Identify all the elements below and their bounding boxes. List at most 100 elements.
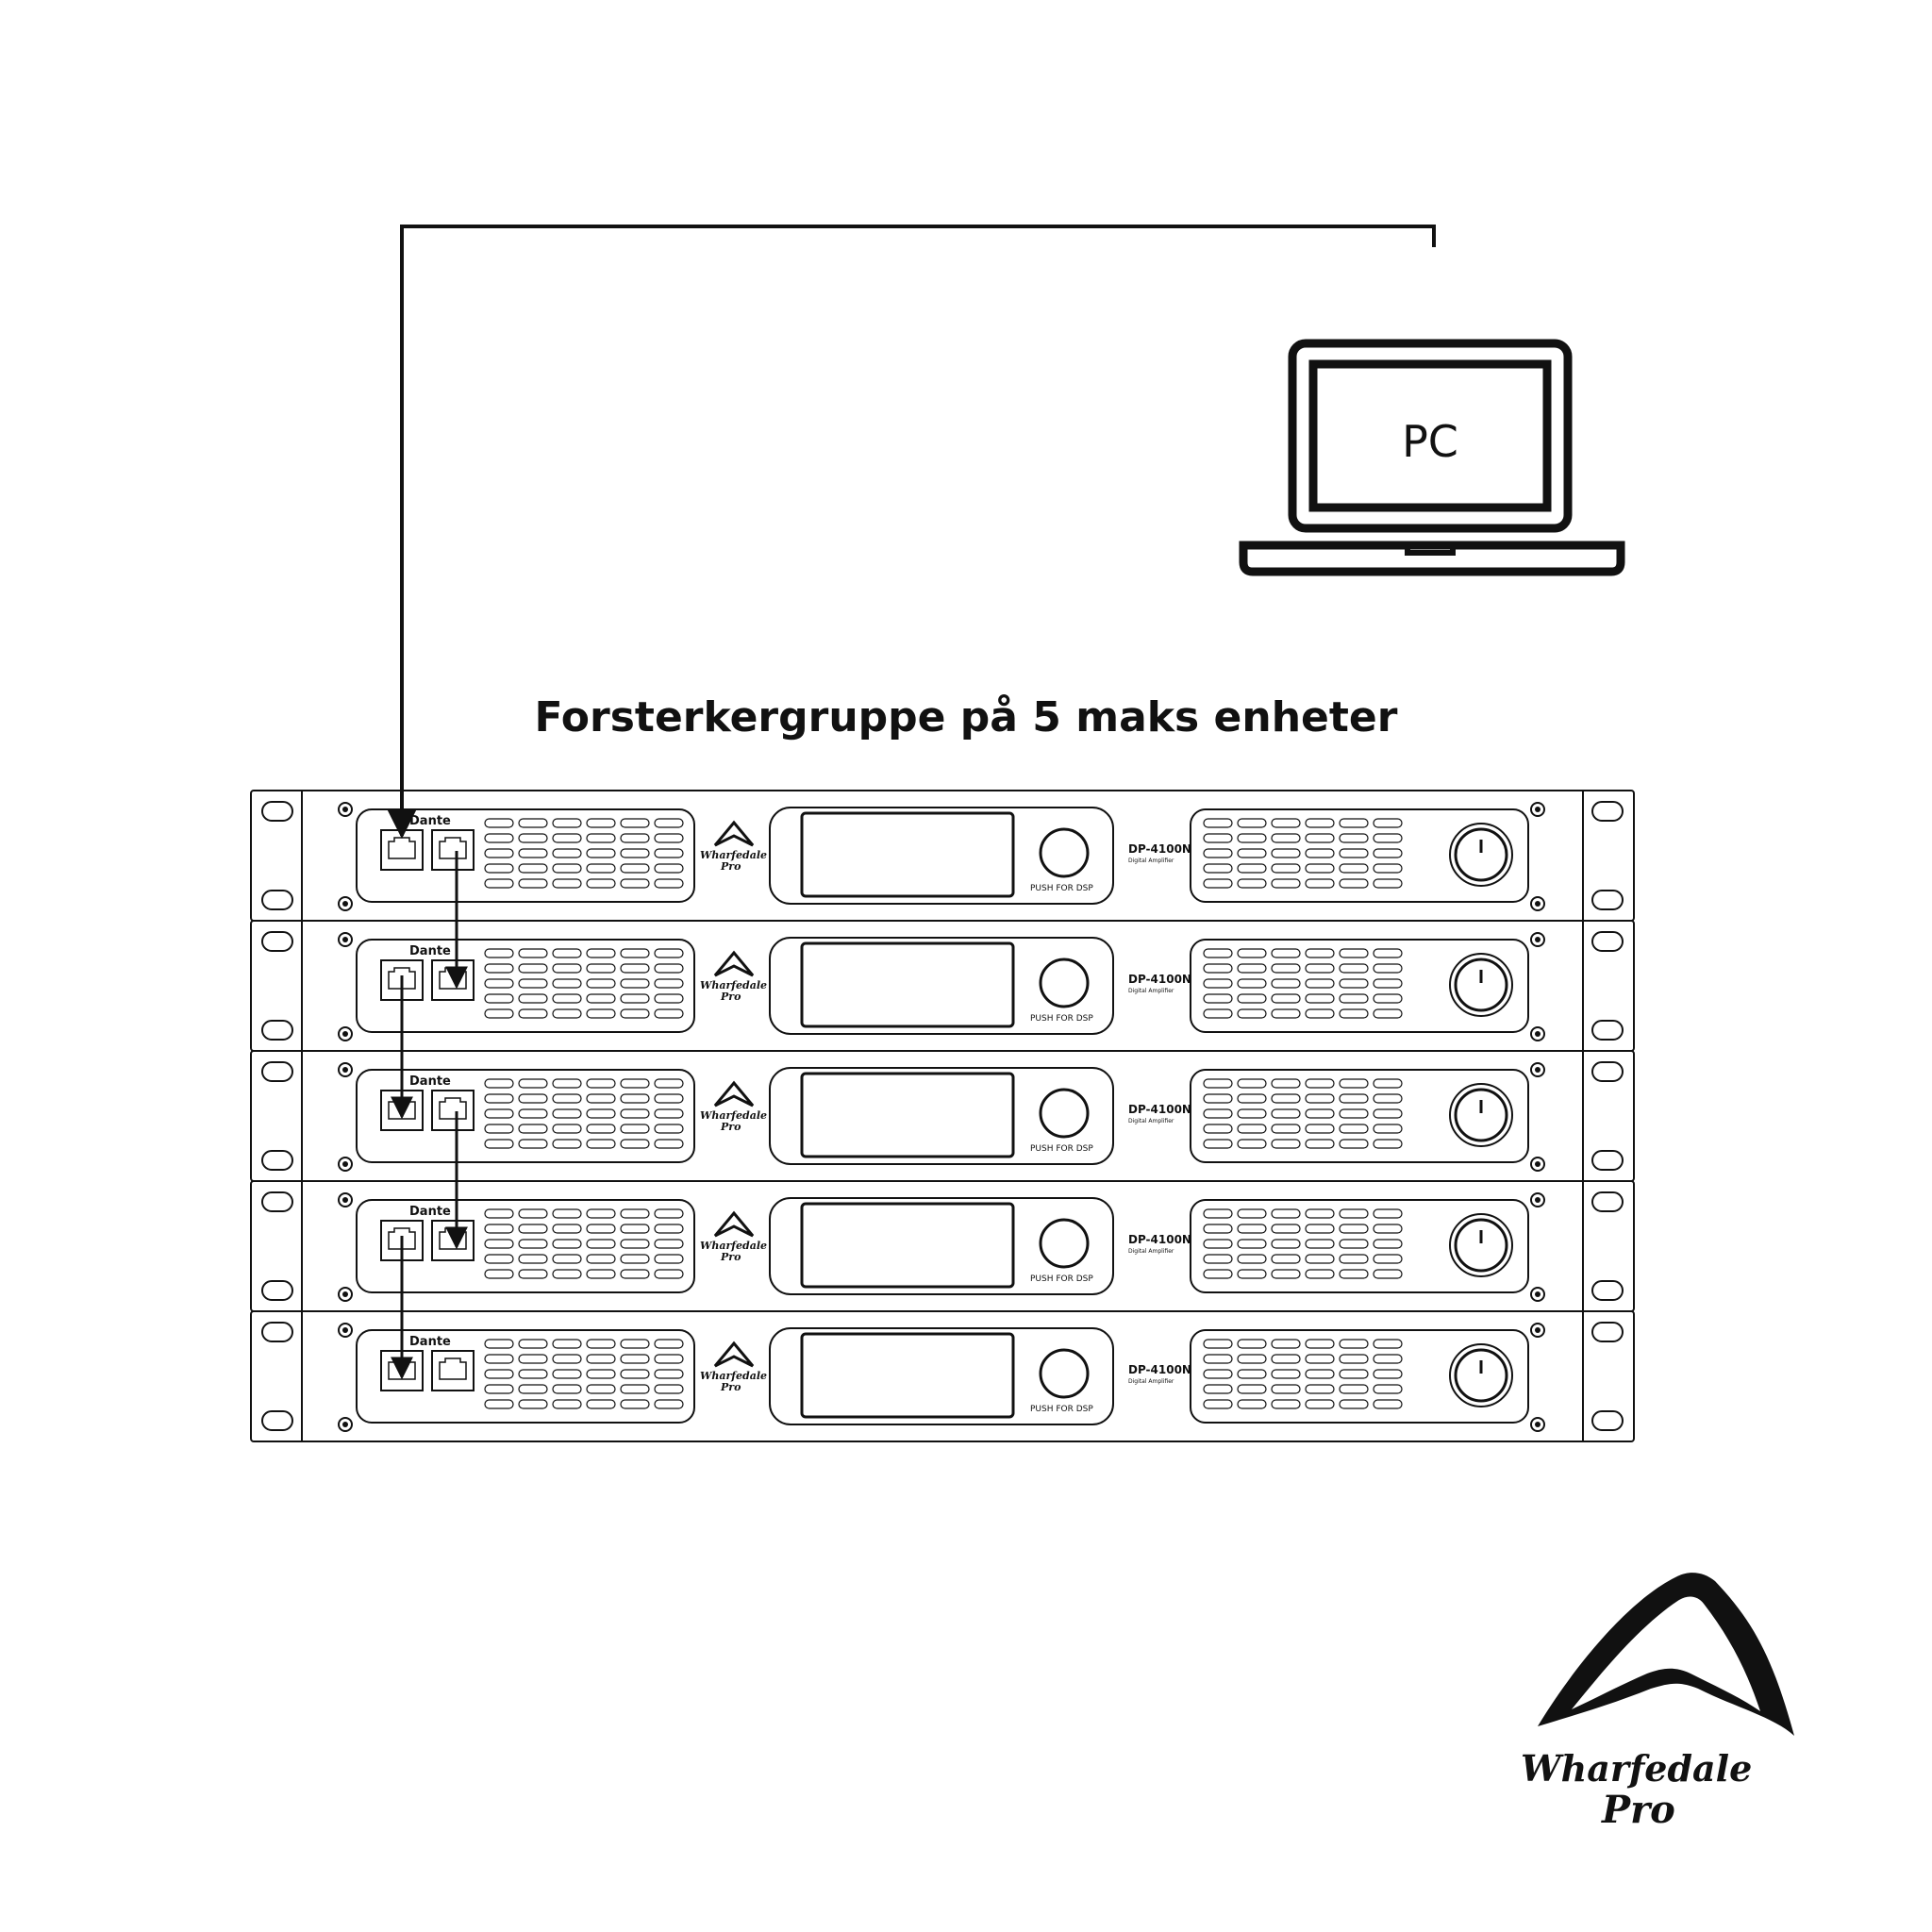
vent-slot [518, 833, 548, 843]
vent-slot [518, 1339, 548, 1349]
vent-slot [586, 1254, 616, 1264]
vent-slot [1305, 978, 1335, 989]
vent-slot [552, 1078, 582, 1089]
screw-center [1535, 1197, 1541, 1203]
vent-slot [1339, 1108, 1369, 1119]
screw-center [342, 1031, 348, 1037]
rack-slot [1591, 1191, 1624, 1212]
screw-icon [1530, 1417, 1545, 1432]
dsp-label: PUSH FOR DSP [1030, 1014, 1093, 1024]
vent-slot [620, 963, 650, 974]
model-sub-label: Digital Amplifier [1128, 1118, 1174, 1124]
screw-center [1535, 1067, 1541, 1073]
rj45-port [431, 829, 475, 871]
screw-center [1535, 1422, 1541, 1427]
right-panel [1190, 1199, 1529, 1293]
dsp-label: PUSH FOR DSP [1030, 1405, 1093, 1414]
vent-slot [1373, 993, 1403, 1004]
vent-slot [1339, 1239, 1369, 1249]
vent-slot [552, 1208, 582, 1219]
left-panel [356, 1069, 695, 1163]
vent-slot [518, 848, 548, 858]
vent-slot [654, 863, 684, 874]
vent-slot [1271, 1399, 1301, 1409]
wharfedale-mark-icon [713, 820, 755, 847]
vent-slot [1203, 1399, 1233, 1409]
vent-slot [1203, 1254, 1233, 1264]
model-label: DP-4100N [1128, 973, 1191, 986]
rack-slot [261, 1020, 293, 1041]
rack-slot [1591, 890, 1624, 910]
vent-slot [1373, 1078, 1403, 1089]
vent-slot [1305, 1008, 1335, 1019]
vent-slot [1305, 1239, 1335, 1249]
vent-slot [1237, 1224, 1267, 1234]
laptop-icon [1239, 339, 1625, 576]
vent-slot [1305, 1254, 1335, 1264]
center-panel [769, 1197, 1114, 1295]
vent-slot [484, 1108, 514, 1119]
vent-slot [586, 1108, 616, 1119]
vent-slot [1271, 1093, 1301, 1104]
vent-slot [1203, 1139, 1233, 1149]
vent-slot [654, 1339, 684, 1349]
screw-center [342, 937, 348, 942]
screw-icon [1530, 1157, 1545, 1172]
vent-slot [552, 848, 582, 858]
vent-slot [1203, 993, 1233, 1004]
vent-slot [1339, 818, 1369, 828]
vent-slot [1339, 863, 1369, 874]
vent-slot [484, 1354, 514, 1364]
vent-slot [552, 1269, 582, 1279]
rack-slot [261, 931, 293, 952]
vent-slot [654, 1139, 684, 1149]
vent-slot [1271, 1384, 1301, 1394]
vent-slot [484, 993, 514, 1004]
vent-slot [654, 1124, 684, 1134]
vent-slot [1203, 1124, 1233, 1134]
vent-slot [484, 1254, 514, 1264]
wharfedale-mark-icon [713, 1341, 755, 1368]
vent-slot [620, 863, 650, 874]
screw-icon [338, 1192, 353, 1208]
vent-slot [552, 1384, 582, 1394]
screw-center [342, 1291, 348, 1297]
chain-cables [391, 851, 468, 1380]
rack-slot [1591, 1410, 1624, 1431]
right-panel [1190, 1069, 1529, 1163]
vent-slot [620, 818, 650, 828]
vent-slot [654, 963, 684, 974]
vent-slot [586, 878, 616, 889]
screw-center [1535, 1291, 1541, 1297]
screw-icon [338, 802, 353, 817]
vent-slot [1271, 863, 1301, 874]
vent-slot [586, 1078, 616, 1089]
screw-icon [338, 1417, 353, 1432]
lcd-display [800, 1332, 1015, 1419]
vent-slot [1203, 1078, 1233, 1089]
right-panel [1190, 808, 1529, 903]
vent-slot [552, 1224, 582, 1234]
vent-slot [1339, 1208, 1369, 1219]
vent-slot [552, 833, 582, 843]
screw-icon [338, 896, 353, 911]
vent-slot [1237, 833, 1267, 843]
vent-slot [620, 848, 650, 858]
screw-center [1535, 1161, 1541, 1167]
vent-slot [1203, 863, 1233, 874]
volume-knob-inner [1454, 1348, 1508, 1403]
vent-slot [1271, 1354, 1301, 1364]
vent-slot [1271, 878, 1301, 889]
vent-slot [484, 1139, 514, 1149]
vent-slot [484, 1224, 514, 1234]
vent-slot [1237, 963, 1267, 974]
dante-label: Dante [409, 1335, 451, 1349]
dante-label: Dante [409, 1205, 451, 1219]
vent-slot [518, 1399, 548, 1409]
wharfedale-mark-icon [713, 1080, 755, 1108]
screw-icon [338, 1287, 353, 1302]
vent-slot [1305, 878, 1335, 889]
rack-slot [261, 801, 293, 822]
brand-line2: Pro [720, 1251, 741, 1263]
